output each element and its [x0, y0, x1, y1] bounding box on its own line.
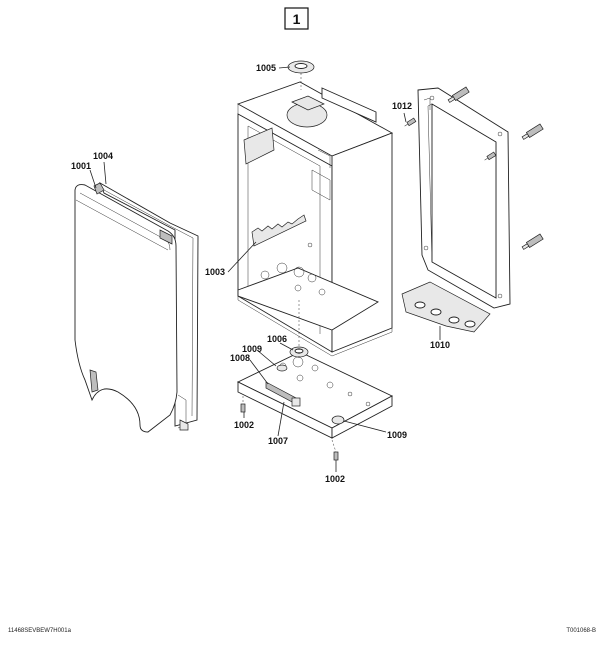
callout-1009-top: 1009: [242, 344, 262, 354]
screw-1002-left: [240, 396, 246, 413]
figure-number-box: 1: [284, 7, 309, 30]
callout-1004: 1004: [93, 151, 113, 161]
wall-plugs-1012: [404, 86, 544, 250]
callout-1010: 1010: [430, 340, 450, 350]
grommet-1005: [287, 60, 315, 90]
callout-1002-right: 1002: [325, 474, 345, 484]
wall-bracket-frame: [401, 87, 511, 333]
screw-1002-right: [333, 451, 339, 461]
figure-number: 1: [293, 11, 301, 27]
callout-1002-left: 1002: [234, 420, 254, 430]
drawing-code-right: T001068-B: [566, 628, 596, 634]
callout-1008: 1008: [230, 353, 250, 363]
callout-1006: 1006: [267, 334, 287, 344]
callout-1007: 1007: [268, 436, 288, 446]
callout-1005: 1005: [256, 63, 276, 73]
callout-1012: 1012: [392, 101, 412, 111]
boiler-casing: [236, 81, 394, 357]
front-cover-assembly: [74, 181, 199, 433]
callout-1009-right: 1009: [387, 430, 407, 440]
callout-1001: 1001: [71, 161, 91, 171]
drawing-code-left: 11468SEVBEW7H001a: [8, 628, 72, 634]
callout-1003: 1003: [205, 267, 225, 277]
bottom-panel: [236, 300, 393, 453]
leader-lines: [89, 66, 441, 472]
callout-labels: 1001 1004 1005 1012 1003 1010 1006 1009 …: [71, 63, 450, 484]
